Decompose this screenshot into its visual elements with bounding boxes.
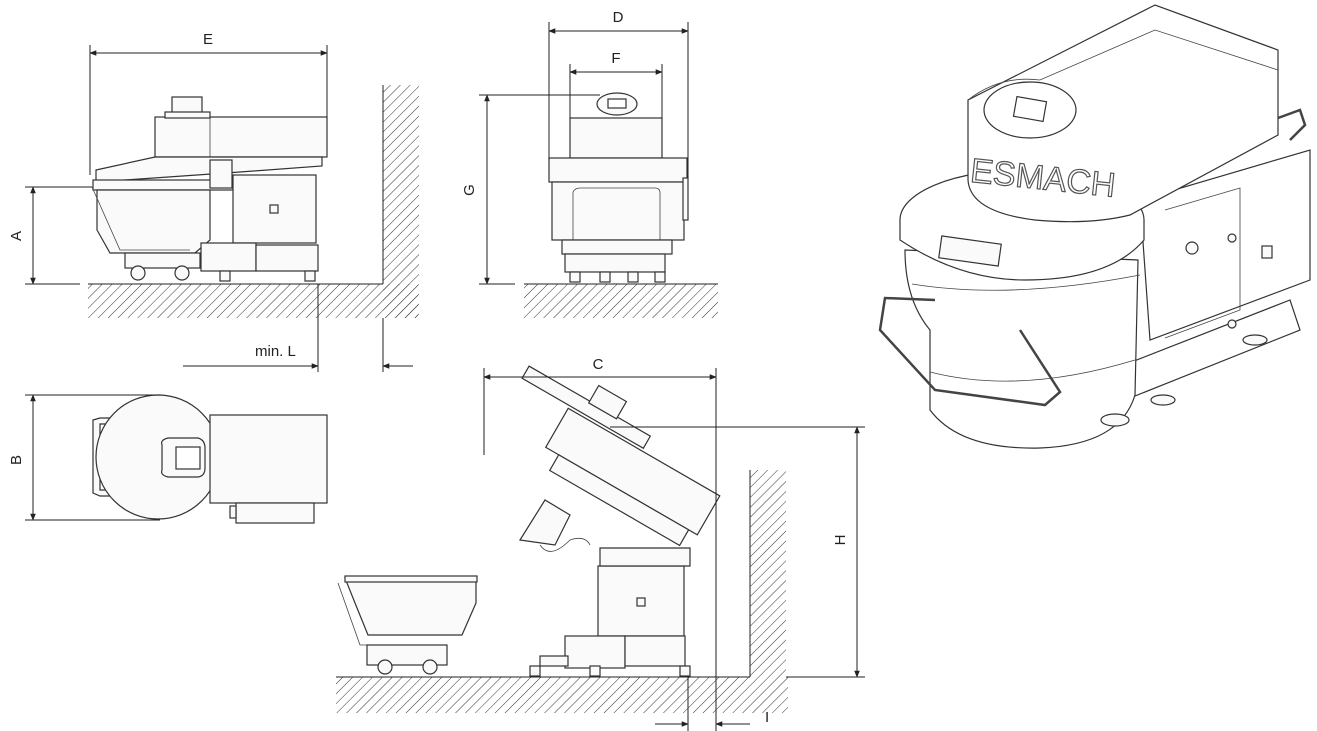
- floor-hatch-tilted: [336, 677, 788, 713]
- floor-hatch-front: [524, 284, 718, 318]
- wall-hatch-tilted: [750, 470, 786, 677]
- wall-hatch-side: [383, 85, 419, 318]
- bowl-trolley-drawing: [337, 575, 478, 675]
- mixer-front-drawing: [548, 92, 689, 283]
- dim-label-g: G: [461, 184, 478, 196]
- dim-label-min-l: min. L: [255, 343, 296, 360]
- tilted-view: C H I: [336, 356, 865, 731]
- mixer-3d-view: ESMACH: [878, 4, 1311, 449]
- dim-label-i: I: [765, 709, 769, 726]
- mixer-top-drawing: [92, 394, 328, 524]
- dim-label-a: A: [8, 231, 25, 241]
- dim-label-b: B: [8, 455, 25, 465]
- mixer-side-drawing: [91, 96, 328, 282]
- mixer-tilted-drawing: [519, 365, 721, 677]
- front-view: D F G: [461, 9, 718, 318]
- top-view: B: [8, 394, 328, 524]
- floor-hatch-side: [88, 284, 418, 318]
- dim-label-e: E: [203, 31, 213, 48]
- dim-label-d: D: [613, 9, 624, 26]
- dim-label-f: F: [611, 50, 620, 67]
- dim-label-c: C: [593, 356, 604, 373]
- side-view: E A min. L: [8, 31, 419, 372]
- dim-label-h: H: [832, 535, 849, 546]
